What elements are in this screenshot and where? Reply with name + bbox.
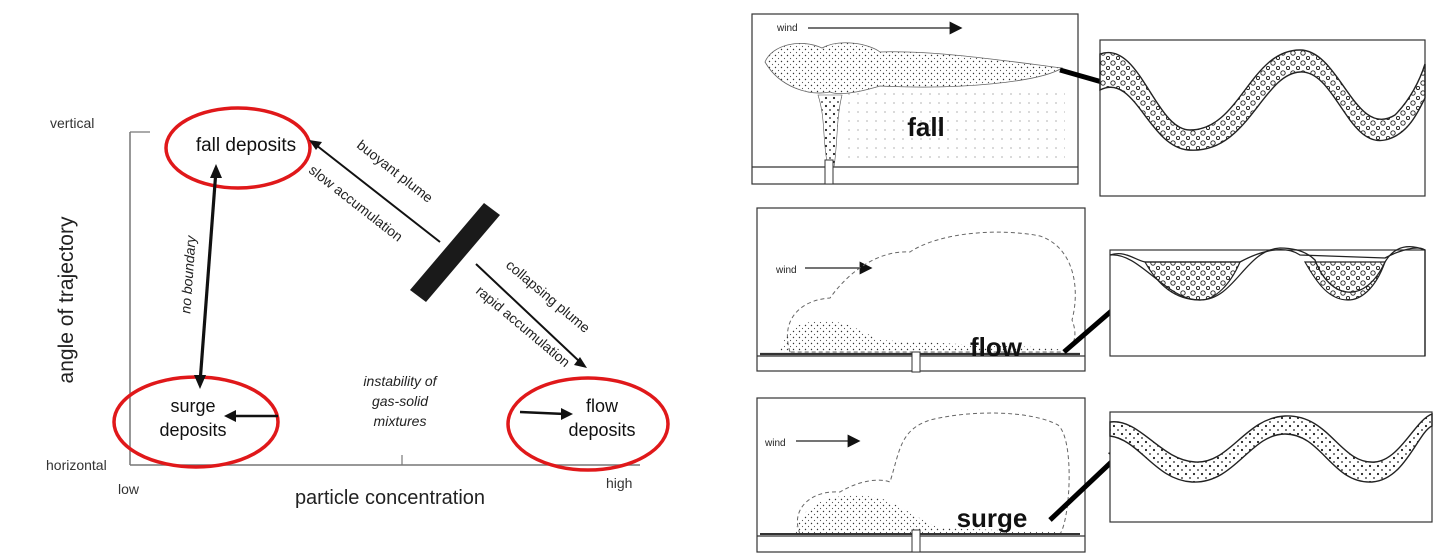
wind-label-flow: wind — [775, 265, 797, 276]
flow-panel-deposit — [1109, 246, 1426, 357]
fall-panel-eruption: wind fall — [751, 13, 1079, 185]
flow-deposits-label-2: deposits — [568, 420, 635, 440]
fall-deposits-label: fall deposits — [196, 135, 296, 156]
fall-panel-deposit — [1099, 39, 1426, 197]
surge-deposits-label-2: deposits — [159, 420, 226, 440]
flow-deposits-label-1: flow — [586, 396, 619, 416]
wind-label-fall: wind — [776, 23, 798, 34]
wind-label-surge: wind — [764, 438, 786, 449]
flow-highlight-ring — [506, 376, 670, 472]
no-boundary-arrow — [198, 169, 218, 384]
instability-label-1: instability of — [363, 373, 438, 389]
flow-panel-eruption: wind flow — [756, 207, 1086, 373]
plume-transition-bar — [410, 203, 500, 302]
fall-highlight-ring — [164, 106, 312, 190]
surge-deposits-label-1: surge — [170, 396, 215, 416]
x-axis-title: particle concentration — [295, 487, 485, 509]
y-top-label: vertical — [50, 115, 94, 131]
left-diagram: vertical horizontal angle of trajectory … — [0, 0, 690, 554]
surge-panel-deposit — [1109, 411, 1433, 523]
surge-panel-eruption: wind surge — [756, 397, 1086, 553]
surge-panel-label: surge — [957, 503, 1028, 533]
instability-label-2: gas-solid — [372, 393, 429, 409]
y-axis-title: angle of trajectory — [55, 216, 78, 383]
x-high-label: high — [606, 475, 632, 491]
fall-panel-label: fall — [907, 112, 945, 142]
y-bottom-label: horizontal — [46, 457, 107, 473]
instability-label-3: mixtures — [374, 413, 427, 429]
flow-panel-label: flow — [970, 332, 1023, 362]
no-boundary-label: no boundary — [177, 234, 198, 314]
x-low-label: low — [118, 481, 140, 497]
